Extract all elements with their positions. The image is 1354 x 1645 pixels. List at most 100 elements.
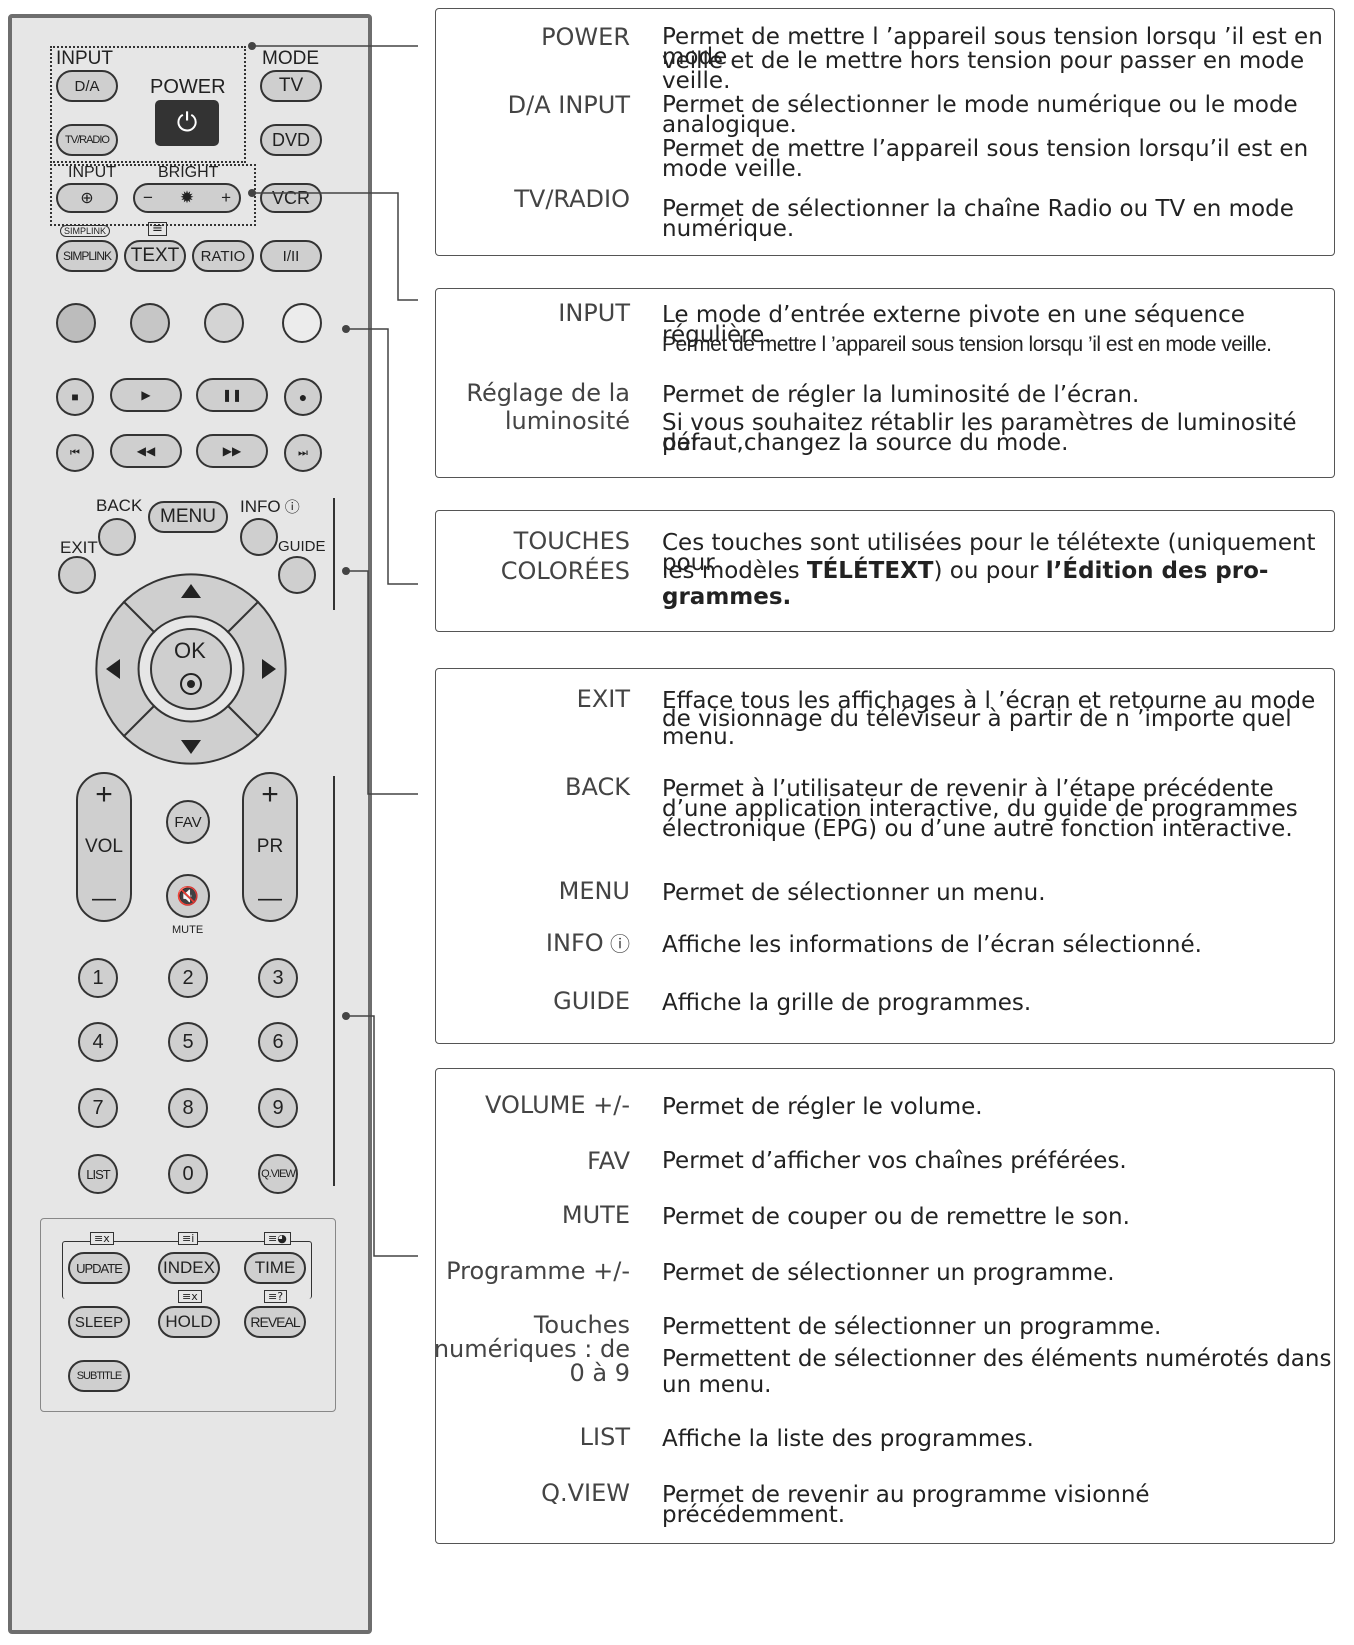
sleep-button[interactable]: SLEEP bbox=[68, 1306, 130, 1338]
ok-button[interactable] bbox=[150, 628, 232, 710]
number-label-2: 2 bbox=[182, 966, 194, 989]
info-button[interactable] bbox=[240, 518, 278, 556]
teletext-icon: ≡ bbox=[148, 222, 167, 236]
programme-desc: Permet de sélectionner un programme. bbox=[662, 1260, 1115, 1286]
text-label: TEXT bbox=[130, 245, 180, 266]
programme-rocker[interactable]: + PR — bbox=[242, 772, 298, 922]
menu-term: MENU bbox=[558, 877, 630, 905]
panel-colored-keys: TOUCHES COLORÉES Ces touches sont utilis… bbox=[435, 510, 1335, 632]
next-button[interactable]: ⏭ bbox=[284, 434, 322, 472]
color-button-2[interactable] bbox=[130, 303, 170, 343]
tv-button[interactable]: TV bbox=[260, 70, 322, 102]
mute-button[interactable]: 🔇 bbox=[166, 874, 210, 918]
update-button[interactable]: UPDATE bbox=[68, 1252, 130, 1284]
volume-rocker[interactable]: + VOL — bbox=[76, 772, 132, 922]
subtitle-label: SUBTITLE bbox=[76, 1370, 123, 1382]
number-button-1[interactable]: 1 bbox=[78, 958, 118, 998]
text-button[interactable]: TEXT bbox=[124, 240, 186, 272]
dual-sound-button[interactable]: I/II bbox=[260, 240, 322, 272]
bright-minus[interactable]: − bbox=[143, 188, 153, 207]
down-button[interactable] bbox=[122, 704, 260, 765]
hold-icon: ≡x bbox=[178, 1290, 202, 1303]
left-button[interactable] bbox=[95, 600, 156, 738]
time-button[interactable]: TIME bbox=[244, 1252, 306, 1284]
qview-desc: Permet de revenir au programme visionné … bbox=[662, 1482, 1150, 1528]
simplink-button[interactable]: SIMPLINK bbox=[56, 240, 118, 272]
tv-radio-term: TV/RADIO bbox=[514, 185, 630, 213]
exit-label: EXIT bbox=[60, 538, 98, 557]
stop-button[interactable]: ■ bbox=[56, 378, 94, 416]
reveal-button[interactable]: REVEAL bbox=[244, 1306, 306, 1338]
qview-term: Q.VIEW bbox=[541, 1479, 630, 1507]
number-button-7[interactable]: 7 bbox=[78, 1088, 118, 1128]
number-label-4: 4 bbox=[92, 1030, 104, 1053]
index-button[interactable]: INDEX bbox=[158, 1252, 220, 1284]
number-button-4[interactable]: 4 bbox=[78, 1022, 118, 1062]
input-desc-1: Le mode d’entrée externe pivote en une s… bbox=[662, 302, 1245, 348]
exit-desc-1: Efface tous les affichages à l ’écran et… bbox=[662, 688, 1316, 714]
update-icon: ≡x bbox=[90, 1232, 114, 1245]
bright-button[interactable]: − ✹ + bbox=[133, 183, 241, 213]
color-button-4[interactable] bbox=[282, 303, 322, 343]
volume-down-icon[interactable]: — bbox=[92, 885, 116, 912]
rewind-button[interactable]: ◀◀ bbox=[110, 434, 182, 468]
info-term: INFO ⓘ bbox=[546, 931, 630, 957]
numeric-term-3: 0 à 9 bbox=[569, 1359, 630, 1387]
bright-plus[interactable]: + bbox=[221, 188, 231, 207]
hold-button[interactable]: HOLD bbox=[158, 1306, 220, 1338]
number-button-5[interactable]: 5 bbox=[168, 1022, 208, 1062]
tv-radio-label: TV/RADIO bbox=[65, 134, 110, 146]
rewind-icon: ◀◀ bbox=[136, 444, 156, 458]
qview-label: Q.VIEW bbox=[261, 1168, 296, 1180]
colored-keys-term-2: COLORÉES bbox=[500, 557, 630, 585]
list-button[interactable]: LIST bbox=[78, 1154, 118, 1194]
colored-keys-desc-2: les modèles TÉLÉTEXT) ou pour l’Édition … bbox=[662, 558, 1268, 584]
guide-button[interactable] bbox=[278, 556, 316, 594]
ok-label: OK bbox=[174, 638, 206, 663]
number-button-2[interactable]: 2 bbox=[168, 958, 208, 998]
number-button-6[interactable]: 6 bbox=[258, 1022, 298, 1062]
tv-radio-button[interactable]: TV/RADIO bbox=[56, 124, 118, 156]
programme-term: Programme +/- bbox=[446, 1257, 630, 1285]
fav-button[interactable]: FAV bbox=[166, 800, 210, 844]
number-button-8[interactable]: 8 bbox=[168, 1088, 208, 1128]
color-button-1[interactable] bbox=[56, 303, 96, 343]
brightness-desc-3: défaut,changez la source du mode. bbox=[662, 430, 1069, 456]
panel-input-brightness: INPUT Le mode d’entrée externe pivote en… bbox=[435, 288, 1335, 478]
qview-button[interactable]: Q.VIEW bbox=[258, 1154, 298, 1194]
info-text: INFO bbox=[240, 497, 281, 516]
color-button-3[interactable] bbox=[204, 303, 244, 343]
volume-up-icon[interactable]: + bbox=[95, 778, 113, 811]
connector-2 bbox=[252, 192, 418, 301]
input-button[interactable]: ⊕ bbox=[56, 183, 118, 213]
connector-5 bbox=[346, 1015, 418, 1257]
previous-button[interactable]: ⏮ bbox=[56, 434, 94, 472]
left-arrow-icon bbox=[106, 659, 120, 679]
menu-button[interactable]: MENU bbox=[148, 501, 228, 533]
number-label-3: 3 bbox=[272, 966, 284, 989]
right-button[interactable] bbox=[226, 600, 287, 738]
input-term: INPUT bbox=[558, 299, 630, 327]
play-button[interactable]: ▶ bbox=[110, 378, 182, 412]
pause-button[interactable]: ❚❚ bbox=[196, 378, 268, 412]
number-button-3[interactable]: 3 bbox=[258, 958, 298, 998]
subtitle-button[interactable]: SUBTITLE bbox=[68, 1360, 130, 1392]
record-icon: ● bbox=[298, 389, 308, 405]
number-button-9[interactable]: 9 bbox=[258, 1088, 298, 1128]
dvd-button[interactable]: DVD bbox=[260, 124, 322, 156]
power-button[interactable]: ⏻ bbox=[155, 100, 219, 146]
da-button[interactable]: D/A bbox=[56, 70, 118, 102]
number-label-1: 1 bbox=[92, 966, 104, 989]
exit-button[interactable] bbox=[58, 556, 96, 594]
back-button[interactable] bbox=[98, 518, 136, 556]
programme-down-icon[interactable]: — bbox=[258, 885, 282, 912]
ratio-button[interactable]: RATIO bbox=[192, 240, 254, 272]
fast-forward-button[interactable]: ▶▶ bbox=[196, 434, 268, 468]
number-label-7: 7 bbox=[92, 1096, 104, 1119]
number-button-0[interactable]: 0 bbox=[168, 1154, 208, 1194]
record-button[interactable]: ● bbox=[284, 378, 322, 416]
colored-keys-desc-2b: TÉLÉTEXT bbox=[806, 558, 934, 584]
up-button[interactable] bbox=[122, 573, 260, 634]
vol-label: VOL bbox=[84, 836, 124, 857]
programme-up-icon[interactable]: + bbox=[261, 778, 279, 811]
